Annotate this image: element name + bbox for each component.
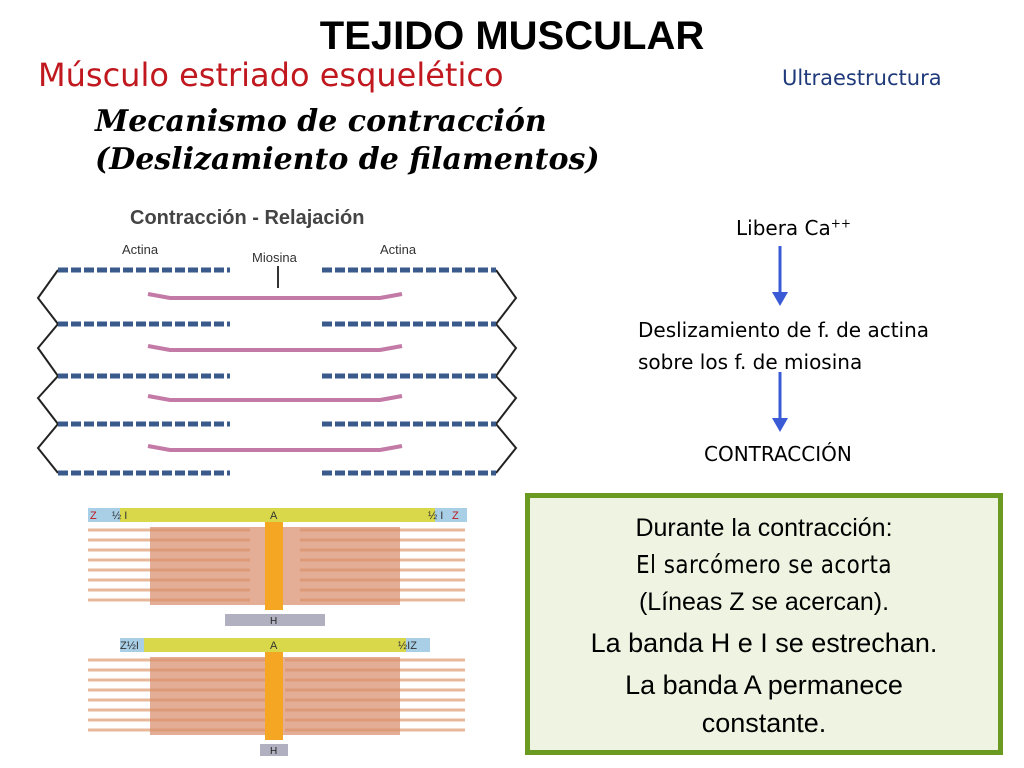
myosin-filament xyxy=(147,444,403,452)
section-label: Ultraestructura xyxy=(782,66,942,90)
a-band-label: A xyxy=(270,640,278,652)
summary-line: La banda H e I se estrechan. xyxy=(590,628,938,658)
half-i-label: ½ I xyxy=(428,510,443,522)
summary-heading: Durante la contracción: xyxy=(635,514,893,542)
subtitle: Músculo estriado esquelético xyxy=(38,56,504,94)
half-i-label: ½ I xyxy=(112,510,127,522)
contraction-summary-box: Durante la contracción: El sarcómero se … xyxy=(525,493,1003,755)
sarcomere-contracted: Z½I A ½IZ H xyxy=(88,638,465,757)
label-actina-right: Actina xyxy=(380,242,417,257)
a-band-label: A xyxy=(270,510,278,522)
myosin-filament xyxy=(147,344,403,352)
z-label: Z xyxy=(90,510,97,522)
z-line-left xyxy=(36,269,60,474)
h-band-label: H xyxy=(270,746,277,757)
mechanism-title: Mecanismo de contracción xyxy=(95,104,547,139)
z-label: Z xyxy=(452,510,459,522)
myosin-filament xyxy=(147,394,403,402)
label-miosina: Miosina xyxy=(252,250,298,265)
label-actina-left: Actina xyxy=(122,242,159,257)
diagram-title: Contracción - Relajación xyxy=(130,207,365,229)
sarcomere-diagram: Z ½ I A ½ I Z H Z½I A ½IZ xyxy=(88,508,467,757)
summary-line: constante. xyxy=(701,708,827,738)
page-title: TEJIDO MUSCULAR xyxy=(319,14,705,58)
flow-step-sliding: Deslizamiento de f. de actina sobre los … xyxy=(638,318,930,374)
summary-line: La banda A permanece xyxy=(625,670,903,700)
m-line-region xyxy=(265,522,283,610)
h-band-label: H xyxy=(270,616,277,627)
half-i-z-label: ½IZ xyxy=(398,640,417,652)
myosin-filaments xyxy=(147,292,403,452)
m-line-region xyxy=(265,652,283,740)
flow-step-calcium: Libera Ca++ xyxy=(736,216,851,240)
arrow-down-icon xyxy=(772,372,788,432)
sarcomere-relaxed: Z ½ I A ½ I Z H xyxy=(88,508,467,627)
myosin-filament xyxy=(147,292,403,300)
actin-filaments xyxy=(58,267,496,476)
summary-line: El sarcómero se acorta xyxy=(636,550,892,579)
z-line-right xyxy=(494,269,518,474)
mechanism-subtitle: (Deslizamiento de filamentos) xyxy=(95,142,600,177)
filament-sliding-diagram: Contracción - Relajación Actina Miosina … xyxy=(36,207,518,476)
arrow-down-icon xyxy=(772,246,788,306)
z-half-i-label: Z½I xyxy=(120,640,139,652)
flow-step-contraction: CONTRACCIÓN xyxy=(704,442,852,466)
summary-line: (Líneas Z se acercan). xyxy=(638,588,890,616)
